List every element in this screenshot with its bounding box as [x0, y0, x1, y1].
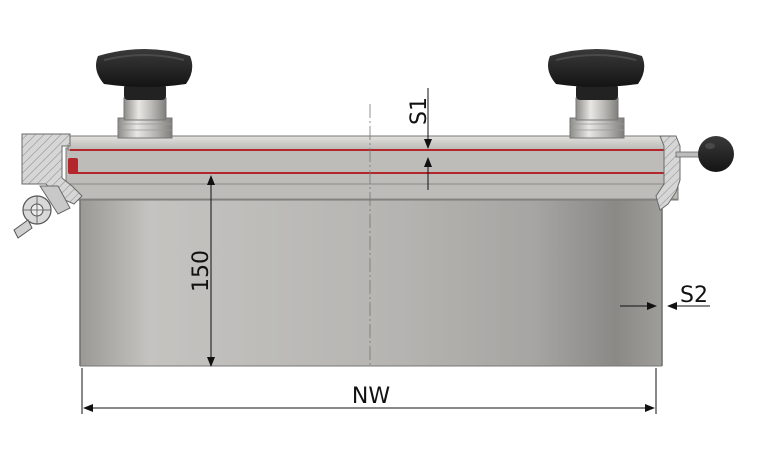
vessel-body [80, 198, 662, 366]
s2-label: S2 [680, 283, 708, 308]
nw-label: NW [352, 384, 390, 409]
right-star-knob[interactable] [548, 49, 645, 139]
s1-label: S1 [407, 97, 432, 125]
right-clamp [655, 135, 707, 211]
left-hinge [13, 133, 83, 239]
height-label: 150 [189, 250, 214, 292]
clamp-ball-handle[interactable] [698, 136, 734, 172]
s2-dimension: S2 [620, 283, 710, 310]
seal-left [68, 158, 78, 174]
height-dimension: 150 [189, 175, 215, 367]
s1-dimension: S1 [407, 88, 432, 190]
nw-dimension: NW [81, 368, 657, 414]
left-star-knob[interactable] [96, 49, 193, 139]
